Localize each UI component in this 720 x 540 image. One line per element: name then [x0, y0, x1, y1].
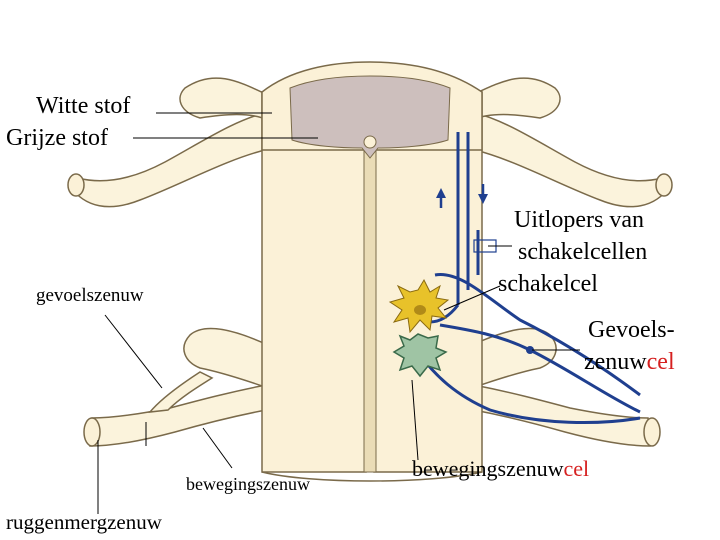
label-witte-stof: Witte stof [36, 93, 131, 119]
leader-schakelcel [443, 285, 501, 311]
lower-left-ganglion [183, 327, 269, 390]
upper-right-nerve [471, 111, 671, 208]
label-bewegingszenuwcel-highlight: cel [563, 456, 590, 481]
label-schakelcel: schakelcel [498, 271, 598, 297]
motor-axon [418, 354, 641, 425]
leader-bewegingszenuwcel [411, 379, 419, 461]
leader-bewegingszenuw [202, 427, 233, 469]
leader-lines [97, 112, 580, 514]
label-gevoelszenuw: gevoelszenuw [36, 285, 144, 306]
spinal-cord-column [261, 61, 483, 482]
interneuron-axon [429, 304, 460, 324]
lower-right-nerve-end [643, 417, 661, 447]
label-uitlopers-line1: Uitlopers van [514, 207, 644, 233]
lower-left-nerve-end [83, 417, 101, 447]
lower-right-nerve [473, 384, 651, 447]
sensory-axon-upper [434, 272, 641, 397]
sensory-neuron-body [526, 346, 534, 354]
grey-matter [289, 75, 451, 159]
label-ruggenmergzenuw: ruggenmergzenuw [6, 510, 162, 534]
upper-left-nerve-end [67, 173, 85, 197]
motor-neuron-cell [392, 333, 448, 378]
label-gevoelszenuwcel: zenuwcel [584, 350, 675, 374]
up-arrow [436, 188, 446, 198]
median-fissure [363, 149, 377, 473]
label-gevoels-line2-prefix: zenuw [584, 349, 647, 375]
label-bewegingszenuwcel-prefix: bewegingszenuw [412, 456, 564, 481]
upper-right-nerve-end [655, 173, 673, 197]
label-bewegingszenuwcel: bewegingszenuwcel [412, 458, 589, 480]
upper-left-root [179, 77, 271, 122]
label-bewegingszenuw: bewegingszenuw [186, 474, 310, 494]
label-gevoels-line2-highlight: cel [646, 349, 675, 375]
upper-right-root [469, 77, 561, 122]
lower-right-ganglion [471, 327, 557, 390]
lower-left-motor-root [148, 371, 214, 413]
upper-spinal-nerves [67, 77, 673, 208]
neurons [388, 278, 534, 378]
lower-spinal-nerves [83, 327, 661, 447]
column-bottom-edge [261, 471, 483, 482]
white-matter-left [261, 91, 367, 473]
label-uitlopers-line2: schakelcellen [518, 239, 648, 265]
label-grijze-stof: Grijze stof [6, 125, 108, 151]
interneuron-nucleus [414, 305, 426, 315]
label-gevoels-line1: Gevoels- [588, 317, 675, 343]
central-canal [363, 135, 377, 149]
leader-gevoelszenuw [104, 314, 163, 389]
down-arrow [478, 194, 488, 204]
